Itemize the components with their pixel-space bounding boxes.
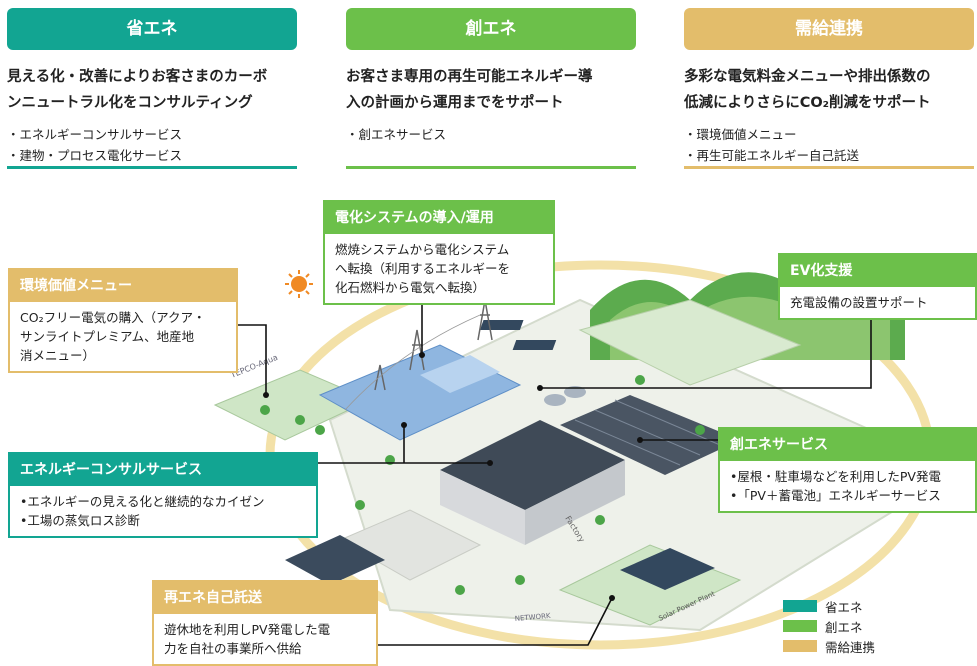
callout-title: 環境価値メニュー	[10, 270, 236, 302]
legend-swatch	[783, 620, 817, 632]
ev-area	[578, 299, 802, 386]
column-rule	[7, 166, 297, 169]
power-pylons	[344, 299, 493, 411]
callout-body: 燃焼システムから電化システム へ転換（利用するエネルギーを 化石燃料から電気へ転…	[335, 242, 511, 295]
callout-body: 遊休地を利用しPV発電した電 力を自社の事業所へ供給	[164, 622, 331, 656]
callout-title: 創エネサービス	[720, 429, 975, 461]
legend-item-souene: 創エネ	[783, 616, 875, 636]
column-items: ・エネルギーコンサルサービス ・建物・プロセス電化サービス	[7, 124, 297, 166]
column-lead: お客さま専用の再生可能エネルギー導 入の計画から運用までをサポート	[346, 69, 593, 111]
legend-swatch	[783, 640, 817, 652]
column-souene: 創エネ お客さま専用の再生可能エネルギー導 入の計画から運用までをサポート ・創…	[346, 8, 636, 169]
connector-lines	[238, 296, 872, 646]
list-item: ・創エネサービス	[346, 127, 447, 142]
legend: 省エネ 創エネ 需給連携	[783, 596, 875, 656]
factory-roof	[440, 420, 625, 510]
list-item: ・エネルギーコンサルサービス	[7, 127, 183, 142]
column-rule	[684, 166, 974, 169]
callout-body: •エネルギーの見える化と継続的なカイゼン •工場の蒸気ロス診断	[20, 494, 265, 528]
column-header-shouene: 省エネ	[7, 8, 297, 50]
network-label: NETWORK	[514, 612, 551, 623]
column-lead: 多彩な電気料金メニューや排出係数の 低減によりさらにCO₂削減をサポート	[684, 69, 931, 111]
legend-item-shouene: 省エネ	[783, 596, 875, 616]
solar-field-left	[285, 535, 385, 585]
column-items: ・創エネサービス	[346, 124, 636, 145]
sun-icon	[285, 270, 313, 298]
callout-title: エネルギーコンサルサービス	[10, 454, 316, 486]
tanks	[544, 386, 586, 406]
column-items: ・環境価値メニュー ・再生可能エネルギー自己託送	[684, 124, 974, 166]
callout-self-wheeling: 再エネ自己託送 遊休地を利用しPV発電した電 力を自社の事業所へ供給	[152, 580, 378, 666]
callout-env-value: 環境価値メニュー CO₂フリー電気の購入（アクア・ サンライトプレミアム、地産地…	[8, 268, 238, 373]
column-jukyu: 需給連携 多彩な電気料金メニューや排出係数の 低減によりさらにCO₂削減をサポー…	[684, 8, 974, 169]
callout-title: 再エネ自己託送	[154, 582, 376, 614]
callout-souene-service: 創エネサービス •屋根・駐車場などを利用したPV発電 •「PV＋蓄電池」エネルギ…	[718, 427, 977, 513]
callout-title: 電化システムの導入/運用	[325, 202, 553, 234]
column-shouene: 省エネ 見える化・改善によりお客さまのカーボ ンニュートラル化をコンサルティング…	[7, 8, 297, 169]
list-item: ・環境価値メニュー	[684, 127, 797, 142]
parking-area	[338, 509, 482, 581]
solar-panels-top	[479, 320, 557, 350]
solar-field	[560, 395, 740, 475]
column-rule	[346, 166, 636, 169]
callout-title: EV化支援	[780, 255, 975, 287]
list-item: ・再生可能エネルギー自己託送	[684, 148, 860, 163]
callout-electrification: 電化システムの導入/運用 燃焼システムから電化システム へ転換（利用するエネルギ…	[323, 200, 555, 305]
callout-energy-consult: エネルギーコンサルサービス •エネルギーの見える化と継続的なカイゼン •工場の蒸…	[8, 452, 318, 538]
legend-swatch	[783, 600, 817, 612]
list-item: ・建物・プロセス電化サービス	[7, 148, 183, 163]
callout-body: 充電設備の設置サポート	[790, 295, 928, 310]
column-lead: 見える化・改善によりお客さまのカーボ ンニュートラル化をコンサルティング	[7, 69, 268, 111]
column-header-jukyu: 需給連携	[684, 8, 974, 50]
callout-body: CO₂フリー電気の購入（アクア・ サンライトプレミアム、地産地 消メニュー）	[20, 310, 206, 363]
callout-ev: EV化支援 充電設備の設置サポート	[778, 253, 977, 320]
legend-item-jukyu: 需給連携	[783, 636, 875, 656]
column-header-souene: 創エネ	[346, 8, 636, 50]
callout-body: •屋根・駐車場などを利用したPV発電 •「PV＋蓄電池」エネルギーサービス	[730, 469, 941, 503]
